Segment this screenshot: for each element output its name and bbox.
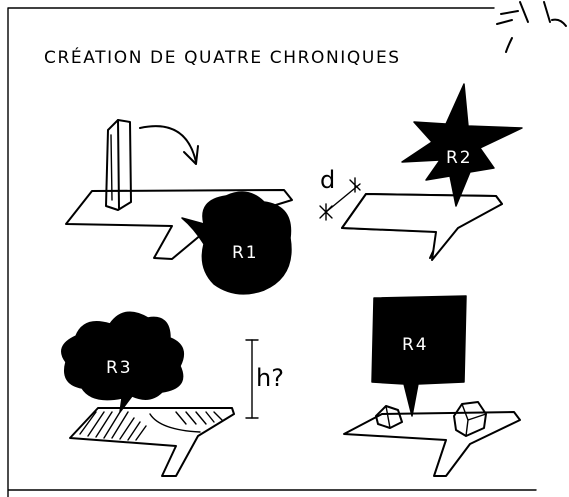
r3-dimension-label: h? (256, 364, 284, 392)
panel-r2: R2 d (320, 84, 522, 260)
r2-speech-bubble (402, 84, 522, 206)
r2-label: R2 (446, 148, 473, 168)
r3-plot (70, 408, 234, 476)
r4-speech-bubble (372, 296, 466, 416)
r4-plot (344, 412, 520, 476)
r2-dimension-label: d (320, 166, 335, 194)
r3-label: R3 (106, 358, 133, 378)
panel-r1: R1 (66, 120, 292, 294)
panel-r4: R4 (344, 296, 520, 476)
r4-label: R4 (402, 335, 429, 355)
r1-arrow (140, 126, 198, 164)
page-title: CRÉATION DE QUATRE CHRONIQUES (44, 46, 401, 68)
panel-r3: R3 h? (62, 312, 284, 476)
r1-label: R1 (232, 243, 259, 263)
corner-doodle (497, 2, 566, 52)
